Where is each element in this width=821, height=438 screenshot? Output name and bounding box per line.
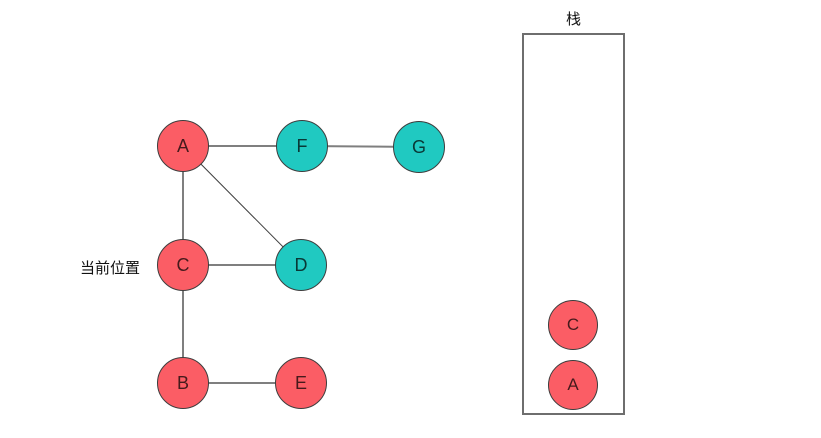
stack-title: 栈: [565, 11, 581, 28]
graph-node-C-label: C: [176, 254, 190, 275]
graph-node-D: D: [275, 239, 327, 291]
graph-node-A-label: A: [176, 135, 189, 156]
stack-item-C: C: [548, 300, 598, 350]
stack-item-A: A: [548, 360, 598, 410]
graph-node-E: E: [275, 357, 327, 409]
graph-node-G: G: [393, 121, 445, 173]
graph-node-F-label: F: [296, 135, 308, 156]
graph-node-D-label: D: [294, 254, 308, 275]
graph-node-C: C: [157, 239, 209, 291]
graph-node-F: F: [276, 120, 328, 172]
graph-node-B-label: B: [176, 372, 189, 393]
graph-node-G-label: G: [411, 136, 426, 157]
stack-container: [522, 33, 625, 415]
stack-item-C-label: C: [566, 315, 580, 334]
graph-node-A: A: [157, 120, 209, 172]
graph-node-E-label: E: [294, 372, 307, 393]
stack-item-A-label: A: [567, 375, 579, 394]
edge-A-D: [182, 145, 302, 266]
current-position-label: 当前位置: [80, 260, 141, 277]
graph-node-B: B: [157, 357, 209, 409]
